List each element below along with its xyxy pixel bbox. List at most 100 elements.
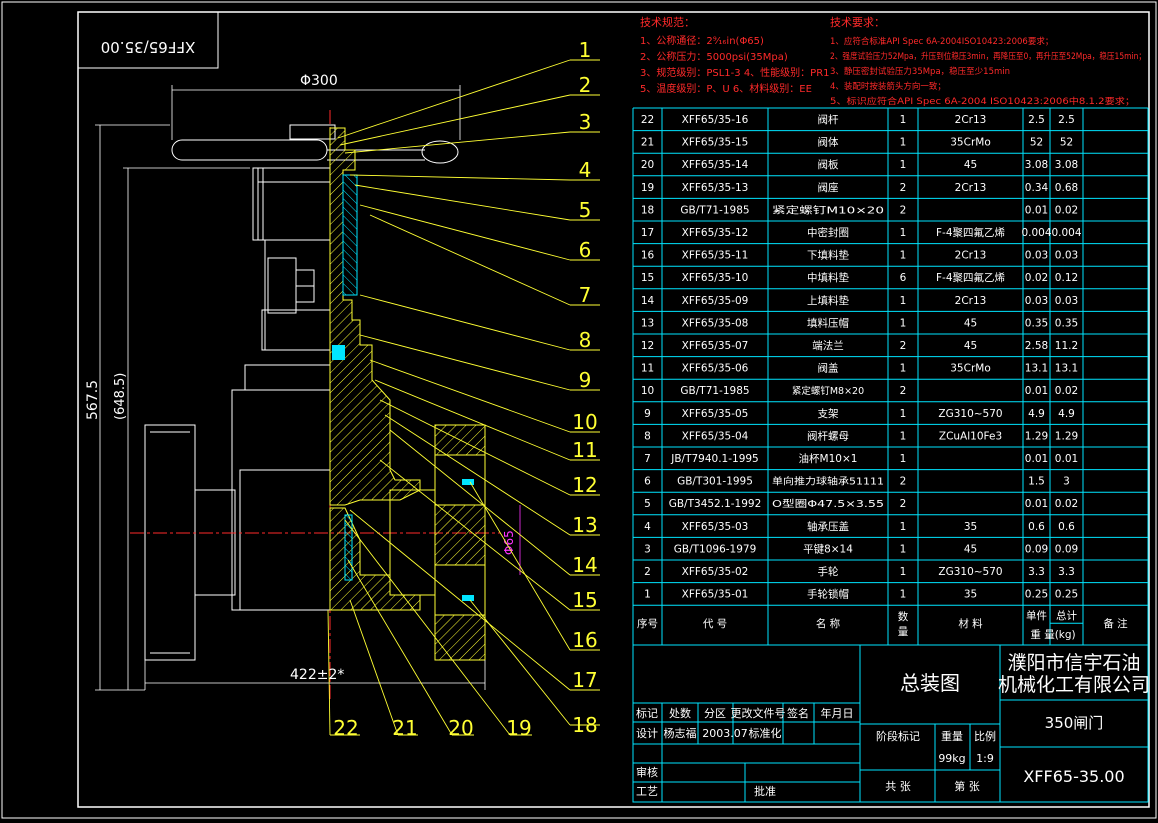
bom-cell: 3.3 [1028,566,1045,578]
total-sheets: 共 张 [885,780,911,793]
bom-cell: XFF65/35-09 [682,295,749,307]
dim-width-label: Φ300 [300,73,338,89]
company-name-line2: 机械化工有限公司 [998,674,1150,696]
bom-header-weight: 重 量(kg) [1030,628,1075,641]
bom-cell: 端法兰 [812,339,844,352]
scale-value: 1:9 [976,752,994,765]
bom-header-material: 材 料 [958,617,983,630]
bom-cell: XFF65/35-05 [682,408,749,420]
bom-cell: 19 [641,182,654,194]
bom-cell: 12 [641,340,654,352]
bom-cell: XFF65/35-02 [682,566,749,578]
bom-cell: XFF65/35-07 [682,340,749,352]
bom-cell: 15 [641,272,654,284]
bom-cell: 2Cr13 [955,295,987,307]
bom-cell: 21 [641,137,654,149]
bom-cell: 1 [644,589,651,601]
bom-cell: 10 [641,385,654,397]
scale-label: 比例 [974,729,996,743]
bom-cell: 3.08 [1025,159,1048,171]
balloon: 13 [572,513,597,537]
bom-cell: XFF65/35-01 [682,589,749,601]
bom-cell: ZG310~570 [938,408,1002,420]
bom-cell: 0.004 [1051,227,1081,239]
bom-cell: 阀杆 [818,113,839,126]
tech-note-line: 1、公称通径：2⁹⁄₁₆in(Φ65) [640,34,764,47]
bom-cell: XFF65/35-04 [682,430,749,442]
sheet-number: 第 张 [954,779,980,793]
bom-cell: 35 [964,589,977,601]
bom-cell: GB/T3452.1-1992 [669,498,762,510]
bom-cell: 4.9 [1028,408,1045,420]
bom-cell: 1 [900,114,907,126]
bom-cell: 0.01 [1025,453,1048,465]
bom-header-remark: 备 注 [1103,617,1128,630]
tech-req-line: 1、应符合标准API Spec 6A-2004ISO10423:2006要求； [830,36,1053,47]
bom-cell: 20 [641,159,654,171]
bom-cell: 紧定螺钉M8×20 [792,385,864,397]
weight-label: 重量 [941,729,963,743]
bom-cell: 1 [900,543,907,555]
bom-cell: 6 [644,476,651,488]
bom-cell: 阀体 [818,136,839,149]
bom-cell: 4 [644,521,651,533]
bom-cell: 填料压帽 [807,316,849,329]
bom-cell: 35CrMo [950,363,991,375]
bom-cell: 0.02 [1025,272,1048,284]
design-label: 设计 [636,727,658,740]
bom-cell: 0.09 [1025,543,1048,555]
bom-cell: 13 [641,317,654,329]
bom-cell: 45 [964,340,977,352]
bom-cell: 1 [900,137,907,149]
bom-cell: F-4聚四氟乙烯 [936,226,1006,239]
bom-cell: 1 [900,363,907,375]
bom-cell: 0.01 [1025,204,1048,216]
bom-cell: ZG310~570 [938,566,1002,578]
balloon: 6 [579,238,592,262]
dim-height-label-alt: (648.5) [113,373,128,420]
title-mark: 更改文件号 [731,706,786,720]
company-name-line1: 濮阳市信宇石油 [1007,652,1140,674]
bom-cell: 45 [964,317,977,329]
balloon: 8 [579,328,592,352]
tech-req-line: 4、装配时按装箭头方向一致； [830,81,946,92]
bom-cell: XFF65/35-16 [682,114,749,126]
bom-cell: F-4聚四氟乙烯 [936,271,1006,284]
bom-header-qty: 数 [898,610,909,623]
dim-bottom-label: 422±2* [290,667,344,683]
bom-cell: 0.03 [1025,250,1048,262]
leader-lines [327,59,600,736]
bom-cell: 0.03 [1055,295,1078,307]
bom-cell: GB/T301-1995 [677,476,753,488]
bom-cell: 7 [644,453,651,465]
drawing-number-text: XFF65/35.00 [101,38,196,56]
bom-cell: 22 [641,114,654,126]
tech-req-line: 3、静压密封试验压力35Mpa，稳压至少15min [830,66,1010,77]
bom-cell: 3 [644,543,651,555]
bom-cell: XFF65/35-08 [682,317,749,329]
bom-cell: 1 [900,159,907,171]
bom-cell: 1.29 [1025,430,1048,442]
bom-cell: XFF65/35-03 [682,521,749,533]
bom-cell: 下填料垫 [807,249,849,262]
product-name: 350闸门 [1045,714,1104,732]
bom-cell: 0.02 [1055,204,1078,216]
balloon: 20 [448,716,473,740]
tech-note-line: 5、温度级别：P、U 6、材料级别：EE [640,82,812,95]
bom-cell: XFF65/35-13 [682,182,749,194]
flange-left [144,424,196,661]
balloons-bottom: 22 21 20 19 [333,716,531,740]
bom-cell: 8 [644,430,651,442]
bom-cell: 2 [900,204,907,216]
tech-requirements-title: 技术要求： [830,16,885,29]
bom-cell: 9 [644,408,651,420]
bom-header-unit-weight: 单件 [1026,610,1047,622]
bom-cell: 阀盖 [818,362,839,375]
bom-cell: 3.3 [1058,566,1075,578]
balloon: 2 [579,73,592,97]
balloon: 18 [572,713,597,737]
balloon: 19 [506,716,531,740]
approve-label: 批准 [754,784,776,798]
